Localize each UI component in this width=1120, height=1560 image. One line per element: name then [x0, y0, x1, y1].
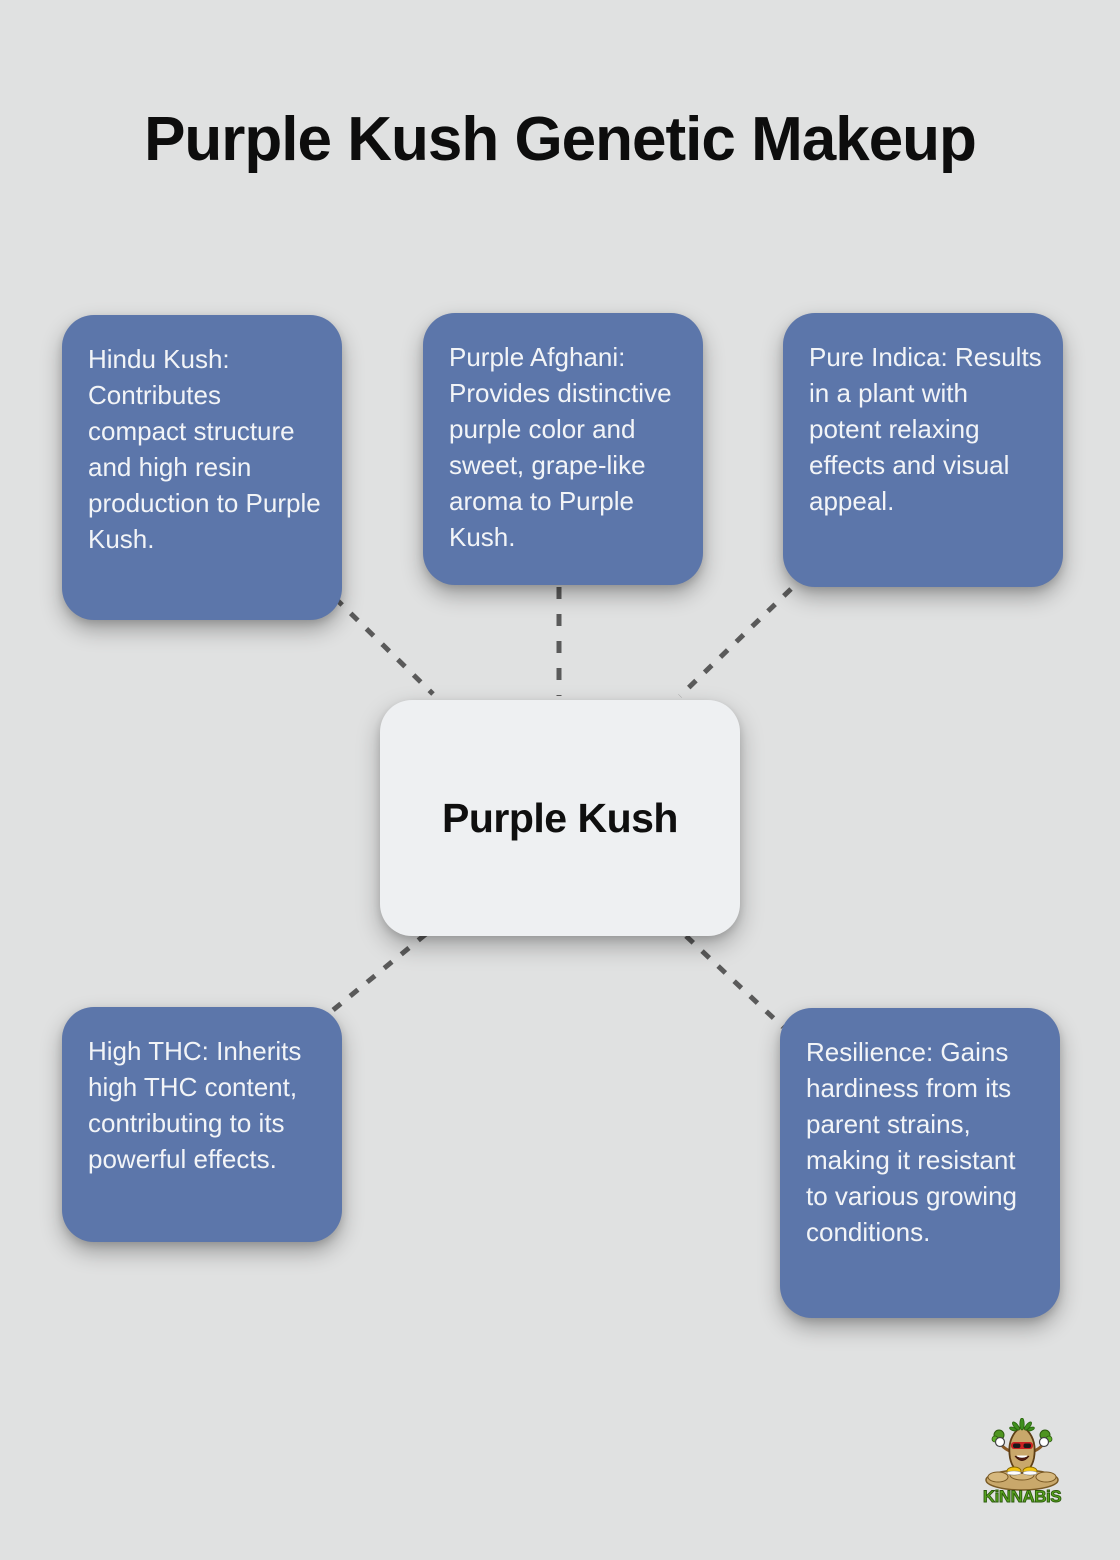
node-resilience-text: Resilience: Gains hardiness from its par…	[806, 1037, 1017, 1247]
node-hindu-kush-text: Hindu Kush: Contributes compact structur…	[88, 344, 321, 554]
mascot-icon	[985, 1418, 1059, 1491]
node-pure-indica: Pure Indica: Results in a plant with pot…	[783, 313, 1063, 587]
node-purple-afghani: Purple Afghani: Provides distinctive pur…	[423, 313, 703, 585]
center-node-purple-kush: Purple Kush	[380, 700, 740, 936]
node-pure-indica-text: Pure Indica: Results in a plant with pot…	[809, 342, 1042, 516]
kinnabis-logo: KiNNABiS	[982, 1418, 1062, 1506]
node-high-thc-text: High THC: Inherits high THC content, con…	[88, 1036, 302, 1174]
connector-hindu-kush	[333, 596, 435, 696]
node-resilience: Resilience: Gains hardiness from its par…	[780, 1008, 1060, 1318]
logo-text: KiNNABiS	[983, 1487, 1061, 1506]
connector-high-thc	[325, 932, 428, 1017]
page-title: Purple Kush Genetic Makeup	[144, 105, 977, 174]
connector-resilience	[684, 934, 785, 1029]
connector-pure-indica	[678, 587, 793, 698]
node-high-thc: High THC: Inherits high THC content, con…	[62, 1007, 342, 1242]
node-purple-afghani-text: Purple Afghani: Provides distinctive pur…	[449, 342, 672, 552]
node-hindu-kush: Hindu Kush: Contributes compact structur…	[62, 315, 342, 620]
center-node-label: Purple Kush	[442, 794, 678, 841]
